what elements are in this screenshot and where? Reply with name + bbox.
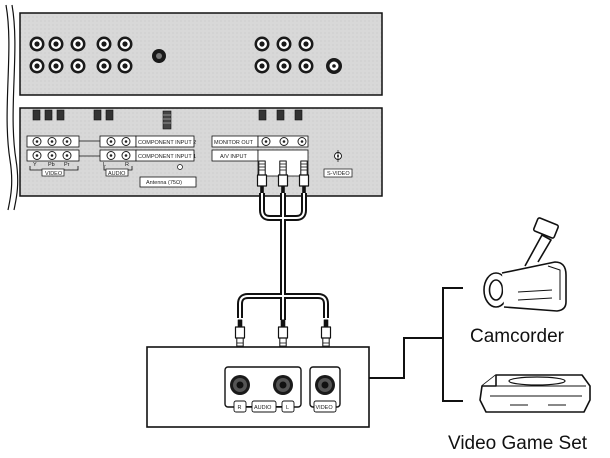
camcorder-label: Camcorder	[470, 326, 565, 347]
tv-upper-panel	[19, 12, 383, 96]
panel-l-label: L	[103, 162, 106, 168]
cut-line-2	[11, 4, 19, 211]
device-r-label: R	[238, 405, 242, 411]
panel-slot-row	[32, 109, 303, 121]
s-video-port	[334, 150, 342, 162]
cut-line-1	[5, 4, 13, 211]
external-device: R AUDIO L VIDEO	[146, 346, 370, 428]
device-video-jack	[315, 375, 335, 395]
upper-jack-row	[29, 36, 342, 74]
antenna-label: Antenna (75Ω)	[146, 180, 182, 186]
game-label: Video Game Set	[448, 433, 588, 454]
y-label: Y	[33, 162, 37, 168]
device-video-label: VIDEO	[316, 405, 334, 411]
monitor-out-label: MONITOR OUT	[214, 140, 254, 146]
device-r-jack	[230, 375, 250, 395]
device-l-jack	[273, 375, 293, 395]
av-cable	[234, 160, 332, 353]
pr-label: Pr	[64, 162, 70, 168]
device-l-label: L	[286, 405, 289, 411]
panel-r-label: R	[125, 162, 129, 168]
camcorder-icon	[483, 217, 567, 312]
game-console-icon	[479, 374, 591, 413]
device-bracket	[369, 287, 463, 402]
tv-lower-panel: COMPONENT INPUT 2 COMPONENT INPUT 1 Y Pb…	[19, 107, 383, 197]
av-input-label: A/V INPUT	[220, 154, 248, 160]
component-input-1-label: COMPONENT INPUT 1	[138, 154, 196, 160]
device-audio-label: AUDIO	[254, 405, 272, 411]
panel-video-label: VIDEO	[45, 171, 63, 177]
panel-audio-label: AUDIO	[108, 171, 126, 177]
component-input-2-label: COMPONENT INPUT 2	[138, 140, 196, 146]
antenna-connector	[162, 110, 183, 170]
pb-label: Pb	[48, 162, 55, 168]
s-video-label: S-VIDEO	[327, 171, 350, 177]
